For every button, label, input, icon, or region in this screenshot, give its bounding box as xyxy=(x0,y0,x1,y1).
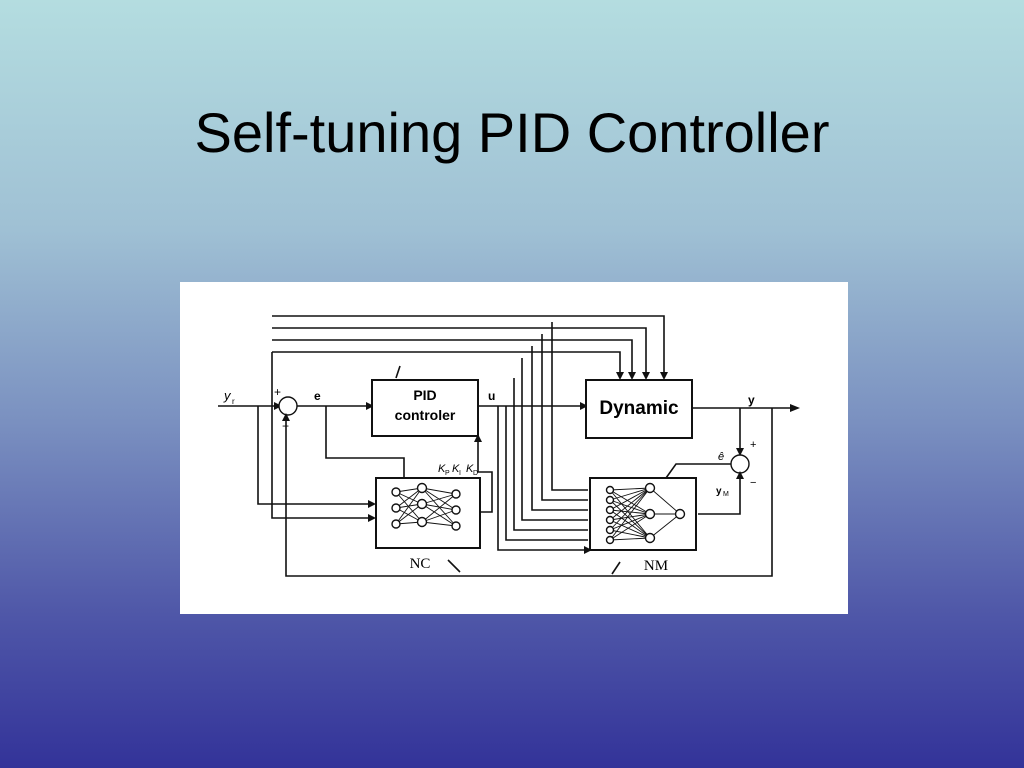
sum2-minus: − xyxy=(750,477,756,489)
block-diagram: y r + − e PID controler u Dynamic xyxy=(180,282,848,614)
plant-block: Dynamic xyxy=(585,379,693,439)
nm-network-icon xyxy=(605,482,686,545)
gain-kp-sub: P xyxy=(445,470,450,477)
gain-ki-sub: I xyxy=(459,470,461,477)
gain-ki: K xyxy=(452,463,460,475)
model-output-label: y xyxy=(716,486,722,497)
output-label: y xyxy=(748,393,755,407)
diagram-svg: y r + − e PID controler u Dynamic xyxy=(218,315,800,577)
summing-junction-2: + − ê y M xyxy=(665,439,756,515)
pid-label-line1: PID xyxy=(413,387,436,403)
reference-input: y r xyxy=(218,388,282,410)
error-label: e xyxy=(314,389,321,403)
sum1-plus: + xyxy=(274,385,281,399)
gain-kd: K xyxy=(466,463,474,475)
plant-label: Dynamic xyxy=(599,398,679,419)
nc-neural-block: NC xyxy=(257,352,493,573)
nm-label: NM xyxy=(644,558,668,574)
slide-title: Self-tuning PID Controller xyxy=(194,101,830,164)
bus-to-nm-lines xyxy=(505,322,588,541)
reference-sub: r xyxy=(232,397,235,406)
gain-kp: K xyxy=(438,463,446,475)
estimate-label: ê xyxy=(718,451,724,463)
gains-label: K P K I K D xyxy=(438,463,478,477)
plant-output: y xyxy=(282,393,800,577)
control-signal: u xyxy=(478,389,592,554)
nc-network-icon xyxy=(391,482,461,531)
reference-label: y xyxy=(223,388,232,403)
nm-neural-block: NM xyxy=(589,477,697,575)
gain-kd-sub: D xyxy=(473,470,478,477)
nc-label: NC xyxy=(410,556,431,572)
model-output-sub: M xyxy=(723,491,729,498)
top-signal-bus xyxy=(272,315,668,380)
control-label: u xyxy=(488,389,495,403)
pid-label-line2: controler xyxy=(395,407,456,423)
error-signal: e xyxy=(297,389,405,480)
sum2-plus: + xyxy=(750,439,756,451)
pid-controller-block: PID controler xyxy=(371,365,479,437)
